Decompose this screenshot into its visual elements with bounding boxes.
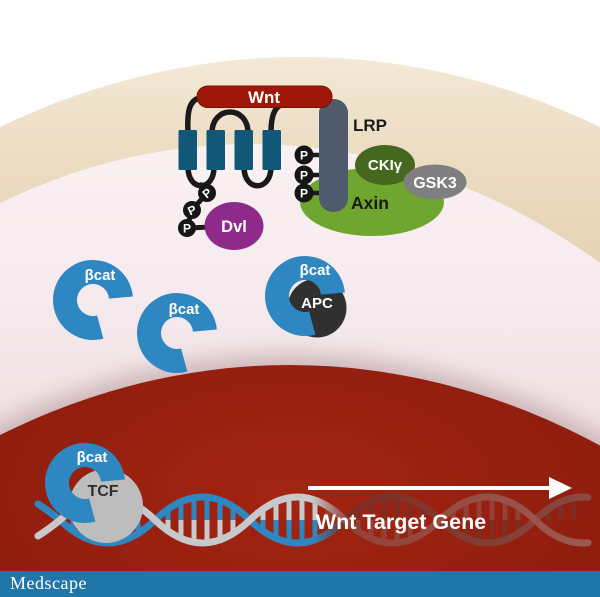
- dna-strand-top: [34, 493, 592, 547]
- bcat-label: βcat: [85, 267, 116, 284]
- dna-rungs-faded-light: [325, 497, 521, 543]
- medscape-logo: Medscape: [10, 573, 87, 593]
- axin-label: Axin: [351, 193, 389, 213]
- wnt-ligand: [196, 85, 333, 108]
- wnt-label: Wnt: [248, 88, 280, 107]
- gsk3-label: GSK3: [413, 175, 457, 192]
- bcat-label: βcat: [169, 301, 200, 318]
- apc-bcat-complex: βcat APC: [265, 256, 347, 338]
- tcf-circle: [69, 469, 143, 543]
- lrp-label: LRP: [353, 116, 387, 135]
- transcription-arrow: [308, 477, 572, 499]
- dvl-complex: P P P Dvl: [178, 184, 264, 250]
- dna-rungs-faded-dark: [325, 497, 577, 543]
- lrp-phospho-sites: P P P: [294, 145, 314, 203]
- apc-label: APC: [301, 295, 333, 312]
- lrp-bar: [319, 99, 348, 212]
- phospho-label: P: [300, 168, 308, 182]
- bcat-free-2: βcat: [137, 293, 217, 374]
- bcat-label: βcat: [300, 262, 331, 279]
- cki-gamma-ellipse: [355, 145, 415, 185]
- phospho-label: P: [300, 148, 308, 162]
- phospho-label: P: [300, 186, 308, 200]
- dvl-label: Dvl: [221, 218, 247, 236]
- bcat-label: βcat: [77, 449, 108, 466]
- cki-gamma-label: CKIγ: [368, 157, 403, 174]
- bcat-free-1: βcat: [53, 260, 133, 341]
- gsk3-ellipse: [403, 164, 467, 200]
- tcf-bcat-complex: TCF βcat: [45, 443, 143, 543]
- wnt-target-gene-label: Wnt Target Gene: [316, 510, 486, 534]
- phospho-chain-links: [183, 191, 213, 231]
- frizzled-receptor: [178, 130, 281, 170]
- medscape-footer-bar: Medscape: [0, 571, 600, 597]
- dvl-ellipse: [204, 202, 264, 250]
- phospho-label: P: [183, 221, 191, 235]
- tcf-label: TCF: [87, 483, 118, 500]
